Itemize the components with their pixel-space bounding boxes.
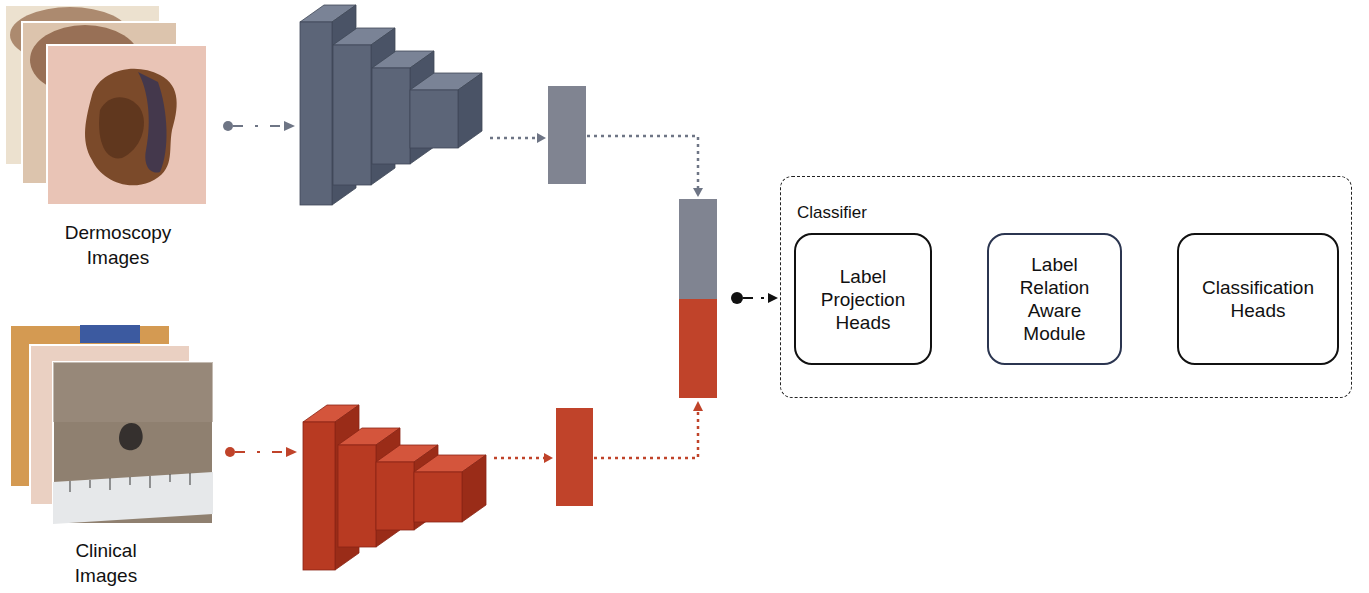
dermoscopy-images <box>5 5 207 205</box>
cnn-encoder <box>303 405 486 570</box>
feature-vector <box>548 86 586 184</box>
module-label: Label Projection Heads <box>810 265 916 334</box>
group-box: ClassifierLabel Projection Heads Label Re… <box>780 176 1352 398</box>
module-label: Classification Heads <box>1193 276 1323 322</box>
module-box: Classification Heads <box>1177 233 1339 365</box>
module-box: Label Relation Aware Module <box>987 233 1122 365</box>
input-arrow <box>223 121 295 131</box>
classifier-arrow <box>731 292 778 304</box>
module-box: Label Projection Heads <box>794 233 932 365</box>
image-caption: Dermoscopy Images <box>43 220 193 270</box>
module-label: Label Relation Aware Module <box>1003 253 1106 345</box>
clinical-images <box>10 325 213 524</box>
concat-feature <box>679 199 717 299</box>
image-caption: Clinical Images <box>46 538 166 588</box>
feature-vector <box>556 408 593 506</box>
cnn-encoder <box>300 5 482 205</box>
group-title: Classifier <box>797 203 867 223</box>
concat-feature <box>679 299 717 398</box>
feature-arrow <box>490 133 553 463</box>
input-arrow <box>225 447 297 457</box>
